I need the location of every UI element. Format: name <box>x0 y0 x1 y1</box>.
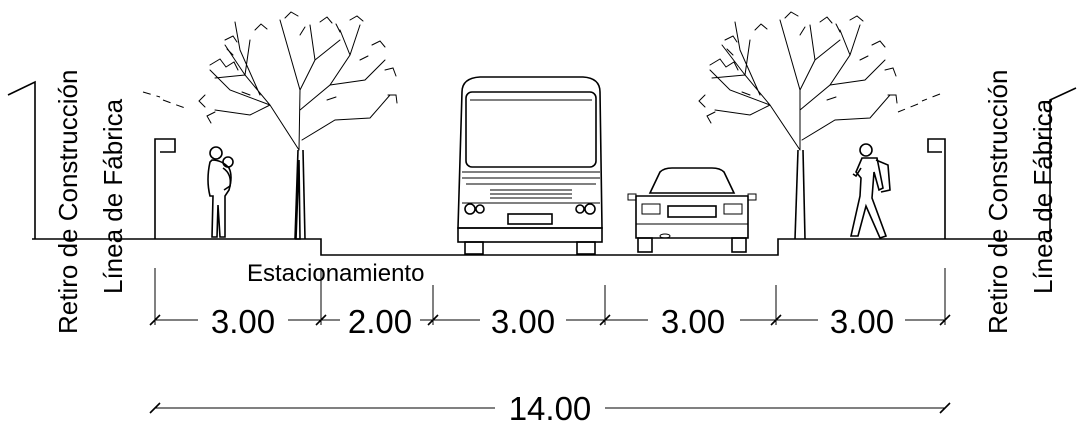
ground-profile <box>32 238 1045 256</box>
segment-1-label: 3.00 <box>211 303 275 340</box>
left-building-outline <box>7 80 186 239</box>
segment-dimension-line: 3.00 2.00 3.00 3.00 3.00 <box>149 268 951 340</box>
left-tree-icon <box>198 11 398 240</box>
segment-3-label: 3.00 <box>491 303 555 340</box>
right-linea-label: Línea de Fábrica <box>1028 98 1058 294</box>
right-building-outline <box>897 87 1077 239</box>
bus-icon <box>457 76 603 255</box>
right-retiro-label: Retiro de Construcción <box>983 70 1013 334</box>
segment-2-label: 2.00 <box>348 303 412 340</box>
parking-label: Estacionamiento <box>247 260 424 287</box>
total-dimension-line: 14.00 <box>149 390 951 425</box>
right-tree-icon <box>698 11 898 240</box>
car-icon <box>627 167 757 253</box>
total-width-label: 14.00 <box>509 390 592 425</box>
left-retiro-label: Retiro de Construcción <box>53 70 83 334</box>
left-linea-label: Línea de Fábrica <box>98 98 128 294</box>
left-pedestrian-icon <box>207 146 234 238</box>
segment-4-label: 3.00 <box>661 303 725 340</box>
segment-5-label: 3.00 <box>830 303 894 340</box>
right-pedestrian-icon <box>850 143 891 239</box>
